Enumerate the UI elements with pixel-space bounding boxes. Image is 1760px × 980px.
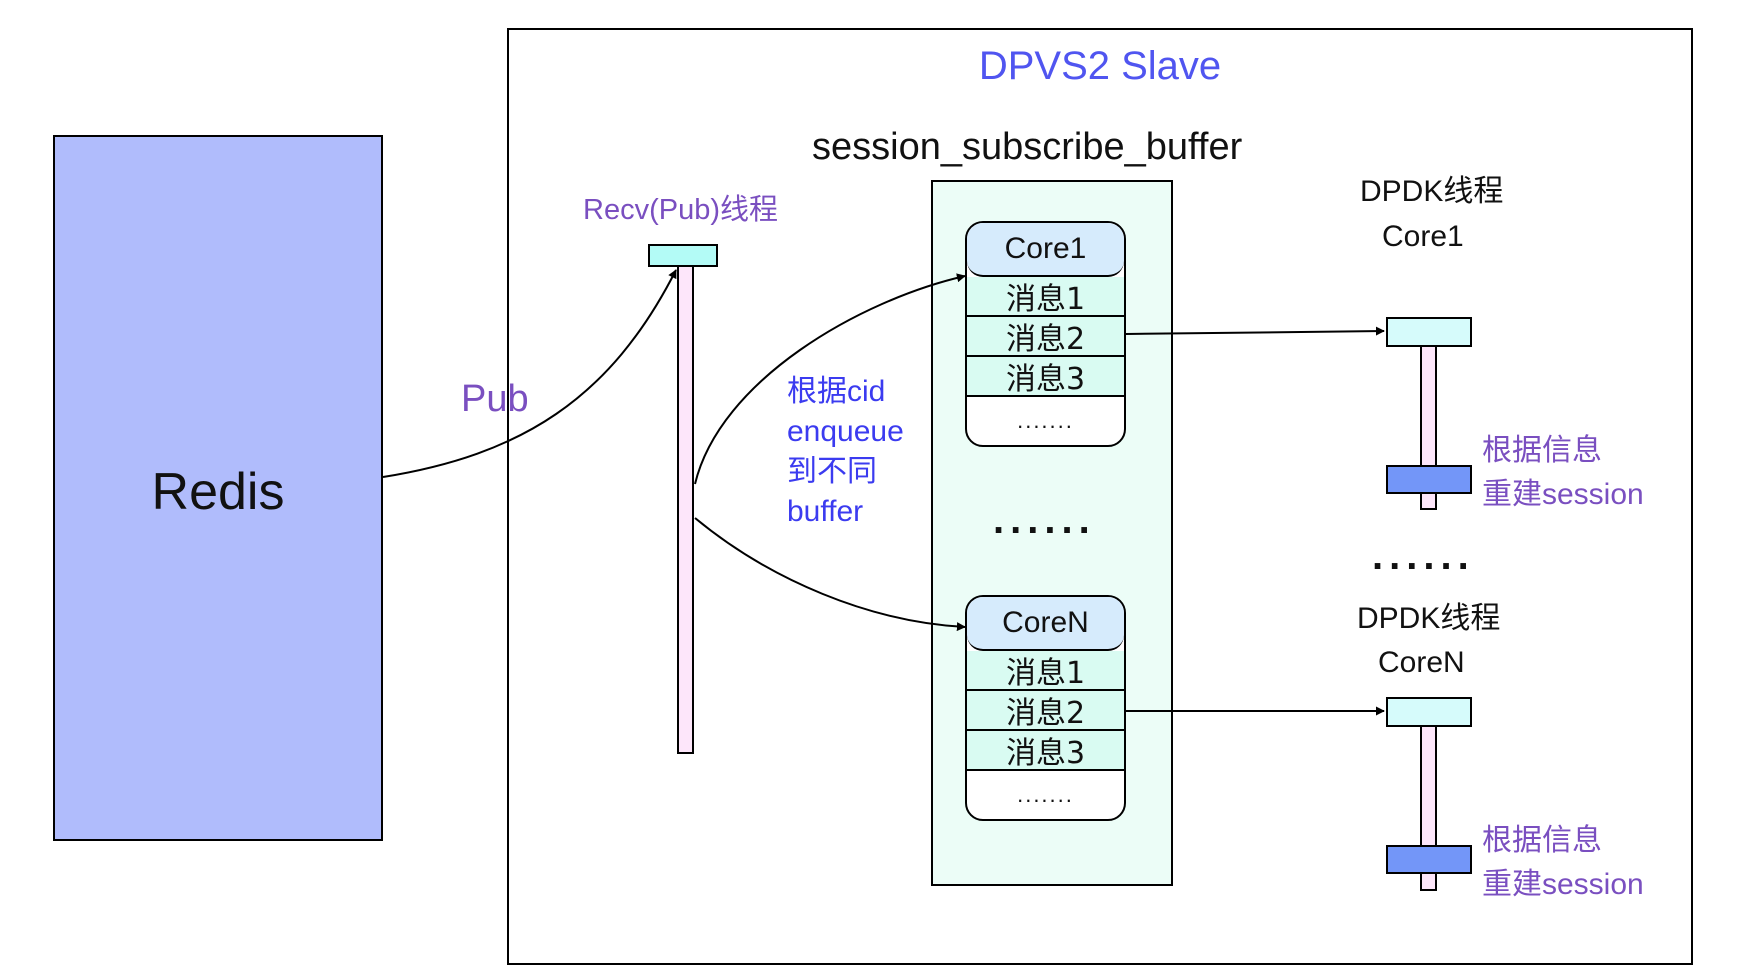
slave-title: DPVS2 Slave [978,44,1222,88]
core-queue-header: Core1 [967,223,1124,277]
rebuild-note-line: 根据信息 [1482,824,1602,857]
dispatch-note-line: 根据cid [787,375,886,408]
rebuild-session-block [1386,845,1472,874]
dpdk-thread-core: CoreN [1378,646,1465,679]
core-queue-coren[interactable]: CoreN 消息1 消息2 消息3 ....... [965,595,1126,821]
dispatch-note-line: 到不同 [787,455,877,488]
message-item: 消息2 [967,317,1124,357]
more-threads-ellipsis: ...... [1372,534,1475,578]
buffer-title: session_subscribe_buffer [812,126,1243,168]
message-item: 消息1 [967,277,1124,317]
message-item: 消息3 [967,731,1124,771]
rebuild-session-block [1386,465,1472,494]
dispatch-note-line: buffer [787,495,864,528]
rebuild-note-line: 根据信息 [1482,434,1602,467]
recv-thread-head[interactable] [648,244,718,267]
rebuild-note-line: 重建session [1482,868,1644,901]
rebuild-note-line: 重建session [1482,478,1644,511]
redis-node[interactable] [53,135,383,841]
message-item: 消息3 [967,357,1124,397]
dpdk-thread-head[interactable] [1386,697,1472,727]
redis-label: Redis [151,463,285,521]
recv-thread-label: Recv(Pub)线程 [583,194,778,226]
more-messages: ....... [1017,782,1074,807]
pub-edge-label: Pub [461,378,529,420]
recv-thread-lifeline [677,264,694,754]
dpdk-thread-title: DPDK线程 [1357,602,1501,635]
more-cores-ellipsis: ...... [993,498,1096,542]
core-queue-header: CoreN [967,597,1124,651]
core-queue-core1[interactable]: Core1 消息1 消息2 消息3 ....... [965,221,1126,447]
more-messages: ....... [1017,408,1074,433]
dpdk-thread-head[interactable] [1386,317,1472,347]
dispatch-note-line: enqueue [787,415,904,448]
dpdk-thread-core: Core1 [1382,220,1464,253]
message-item: 消息2 [967,691,1124,731]
message-item: 消息1 [967,651,1124,691]
dpdk-thread-title: DPDK线程 [1360,175,1504,208]
